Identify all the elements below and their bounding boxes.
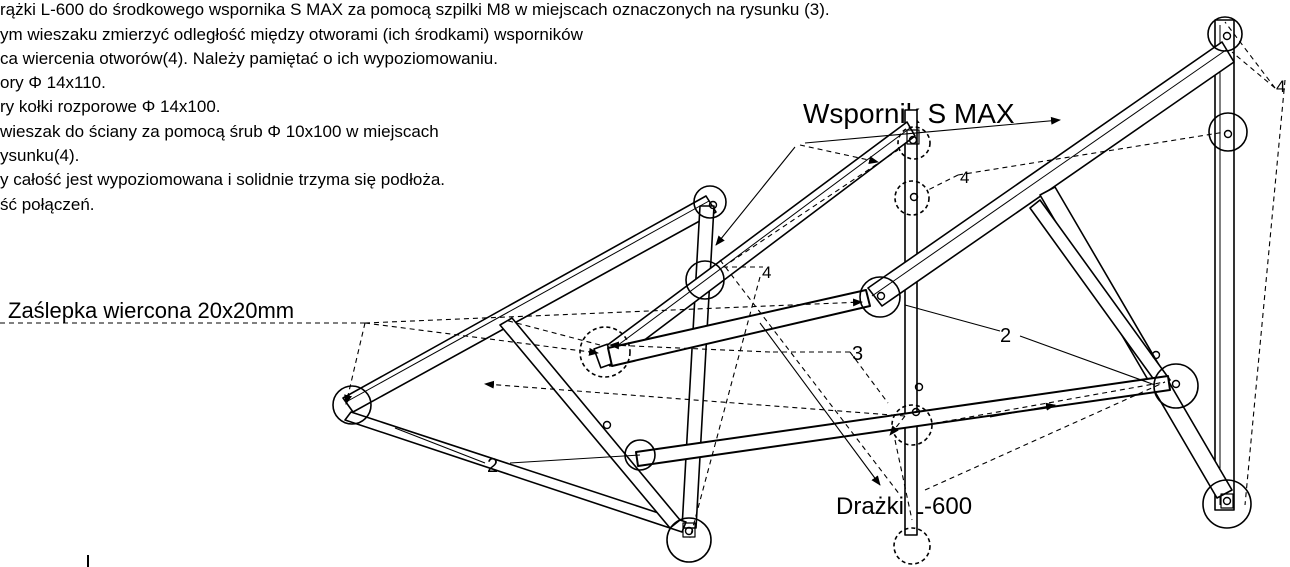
instruction-line: y całość jest wypoziomowana i solidnie t…: [0, 170, 446, 189]
joint-circles: [332, 16, 1252, 563]
label-zaslepka: Zaślepka wiercona 20x20mm: [8, 298, 295, 323]
dashed-joint-circles: [579, 126, 933, 565]
instruction-line: ym wieszaku zmierzyć odległość między ot…: [0, 25, 583, 44]
callout-4-right: 4: [1276, 77, 1285, 96]
instruction-line: ry kołki rozporowe Φ 14x100.: [0, 97, 221, 116]
right-bracket-frame: [867, 19, 1235, 511]
left-bracket-frame: [342, 195, 717, 533]
callout-2-right: 2: [1000, 325, 1011, 347]
callout-2-left: 2: [487, 455, 498, 477]
callout-3: 3: [852, 343, 863, 365]
instruction-line: wieszak do ściany za pomocą śrub Φ 10x10…: [0, 122, 439, 141]
callout-4-left: 4: [762, 263, 771, 282]
instruction-line: rążki L-600 do środkowego wspornika S MA…: [0, 0, 830, 19]
instruction-line: ysunku(4).: [0, 146, 80, 165]
callout-4-middle: 4: [960, 168, 969, 187]
rods-l600: [607, 289, 1171, 467]
solid-leaders: [394, 116, 1156, 486]
label-drazki: Drażki L-600: [836, 493, 973, 520]
dashed-leaders: [0, 21, 1286, 539]
instruction-line: ory Φ 14x110.: [0, 73, 106, 92]
bolt-holes: [602, 31, 1233, 536]
instruction-line: ść połączeń.: [0, 195, 95, 214]
instruction-line: ca wiercenia otworów(4). Należy pamiętać…: [0, 49, 498, 68]
